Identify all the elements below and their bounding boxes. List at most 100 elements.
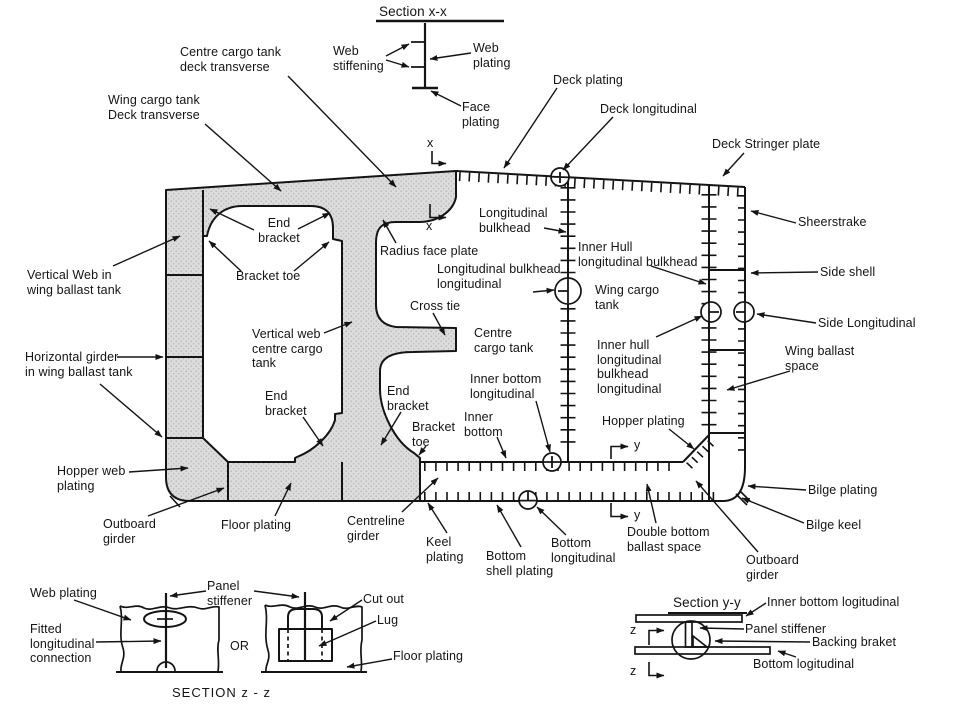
label-centre-cargo-tank: Centre cargo tank bbox=[474, 326, 534, 355]
leader-floor-plating bbox=[274, 482, 292, 517]
label-floor-plating: Floor plating bbox=[221, 518, 292, 532]
leader-inner-bottom bbox=[496, 436, 507, 459]
yy-panel-stiffener bbox=[684, 621, 693, 648]
label-double-bottom-ballast-space: Double bottom ballast space bbox=[627, 525, 710, 554]
label-deck-plating: Deck plating bbox=[553, 73, 623, 87]
leader-longitudinal-bulkhead bbox=[543, 227, 567, 234]
leader-double-bottom-ballast bbox=[645, 483, 657, 524]
label-inner-hull-longitudinal-bulkhead: Inner Hull longitudinal bulkhead bbox=[578, 240, 698, 269]
label-hopper-plating: Hopper plating bbox=[602, 414, 685, 428]
label-web-stiffening: Web stiffening bbox=[333, 44, 384, 73]
label-centre-cargo-deck-transverse: Centre cargo tank deck transverse bbox=[180, 45, 282, 74]
label-or: OR bbox=[230, 639, 249, 653]
label-section-zz-title: SECTION z - z bbox=[172, 685, 271, 700]
leader-centre-deck-transverse bbox=[287, 75, 397, 188]
leader-web-stiffening-1 bbox=[385, 43, 410, 57]
leader-panel-stiffener-yy bbox=[699, 625, 745, 632]
x-marker-lower bbox=[429, 204, 447, 221]
label-bilge-keel: Bilge keel bbox=[806, 518, 862, 532]
leader-lug bbox=[318, 620, 377, 647]
axis-letter-y-upper: y bbox=[634, 438, 641, 452]
leader-end-bracket-upper-l bbox=[209, 208, 255, 231]
zz-base-semicircle bbox=[156, 661, 176, 672]
leader-web-stiffening-2 bbox=[385, 59, 410, 68]
leader-deck-plating bbox=[503, 87, 558, 169]
leader-horizontal-girder-2 bbox=[99, 383, 163, 438]
label-inner-bottom: Inner bottom bbox=[464, 410, 503, 439]
leader-fitted-connection bbox=[95, 638, 162, 645]
leader-bottom-log-yy bbox=[777, 650, 797, 658]
label-inner-bottom-longitudinal: Inner bottom longitudinal bbox=[470, 372, 542, 401]
section-zz-sketch bbox=[116, 592, 367, 673]
leader-web-plating-xx bbox=[429, 52, 472, 61]
label-wing-cargo-tank: Wing cargo tank bbox=[595, 283, 660, 312]
leader-bracket-toe-upper-r bbox=[293, 241, 330, 272]
zz-weld-ellipse bbox=[143, 610, 187, 628]
leader-panel-stiffener-zz-l bbox=[169, 590, 207, 598]
leader-floor-plating-zz bbox=[346, 658, 393, 669]
label-bilge-plating: Bilge plating bbox=[808, 483, 878, 497]
leader-bilge-keel bbox=[741, 497, 805, 524]
label-deck-longitudinal: Deck longitudinal bbox=[600, 102, 697, 116]
label-bracket-toe-lower: Bracket toe bbox=[412, 420, 456, 449]
axis-letter-x-lower: x bbox=[426, 219, 433, 233]
label-longitudinal-bulkhead: Longitudinal bulkhead bbox=[479, 206, 548, 235]
axis-letter-z-lower: z bbox=[630, 664, 637, 678]
label-web-plating-zz: Web plating bbox=[30, 586, 97, 600]
label-vertical-web-cct: Vertical web centre cargo tank bbox=[252, 327, 323, 371]
leader-side-longitudinal bbox=[756, 312, 817, 324]
detail-circles bbox=[518, 167, 755, 510]
label-web-plating-xx: Web plating bbox=[473, 41, 511, 70]
label-section-xx-title: Section x-x bbox=[379, 4, 447, 19]
horizontal-girder-lines bbox=[166, 274, 203, 439]
label-section-yy-title: Section y-y bbox=[673, 595, 741, 610]
label-wing-ballast-space: Wing ballast space bbox=[785, 344, 855, 373]
hopper-ticks bbox=[686, 439, 715, 469]
leader-wing-deck-transverse bbox=[204, 123, 282, 192]
leader-hopper-plating bbox=[668, 428, 695, 450]
label-vertical-web-wbt: Vertical Web in wing ballast tank bbox=[27, 268, 122, 297]
leader-backing-braket-yy bbox=[714, 638, 811, 645]
zz-left-torn-plate bbox=[119, 605, 220, 672]
section-yy-sketch bbox=[634, 612, 771, 660]
leader-hopper-web-plating bbox=[128, 465, 189, 473]
axis-letter-y-lower: y bbox=[634, 508, 641, 522]
stiffener-hatching bbox=[424, 172, 745, 501]
label-lug: Lug bbox=[377, 613, 399, 627]
zz-lug-outline bbox=[278, 628, 333, 662]
leader-radius-face-plate bbox=[382, 219, 397, 244]
label-cross-tie: Cross tie bbox=[410, 299, 461, 313]
label-end-bracket-lower-right: End bracket bbox=[387, 384, 429, 413]
label-end-bracket-upper: End bracket bbox=[258, 216, 300, 245]
label-centreline-girder: Centreline girder bbox=[347, 514, 405, 543]
label-longitudinal-bulkhead-longitudinal: Longitudinal bulkhead longitudinal bbox=[437, 262, 561, 291]
leader-inner-bottom-long bbox=[535, 400, 551, 453]
label-horizontal-girder-wbt: Horizontal girder in wing ballast tank bbox=[25, 350, 133, 379]
leader-bracket-toe-upper-l bbox=[208, 240, 242, 272]
y-marker-upper bbox=[610, 443, 629, 459]
yy-detail-circle bbox=[671, 620, 711, 660]
leader-end-bracket-upper-r bbox=[297, 212, 331, 230]
label-outboard-girder-left: Outboard girder bbox=[103, 517, 156, 546]
wing-tank-bay-opening bbox=[202, 205, 343, 463]
label-bracket-toe-upper: Bracket toe bbox=[236, 269, 301, 283]
leader-keel-plating bbox=[427, 502, 448, 534]
axis-letter-x-upper: x bbox=[427, 136, 434, 150]
deck-plating-line bbox=[455, 170, 746, 188]
leader-sheerstrake bbox=[750, 210, 797, 224]
label-face-plating-xx: Face plating bbox=[462, 100, 500, 129]
yy-backing-bracket bbox=[692, 634, 710, 648]
label-bottom-shell-plating: Bottom shell plating bbox=[486, 549, 554, 578]
yy-bottom-shell-plate bbox=[634, 646, 771, 655]
leader-deck-stringer bbox=[722, 152, 745, 177]
zz-cutout-outline bbox=[287, 608, 323, 629]
label-wing-cargo-deck-transverse: Wing cargo tank Deck transverse bbox=[108, 93, 200, 122]
leader-face-plating-xx bbox=[430, 90, 462, 107]
label-deck-stringer-plate: Deck Stringer plate bbox=[712, 137, 821, 151]
leader-centreline-girder bbox=[401, 477, 439, 513]
leader-vertical-web-cct bbox=[323, 321, 353, 334]
label-keel-plating: Keel plating bbox=[426, 535, 464, 564]
leader-end-bracket-lower-l bbox=[302, 416, 324, 447]
